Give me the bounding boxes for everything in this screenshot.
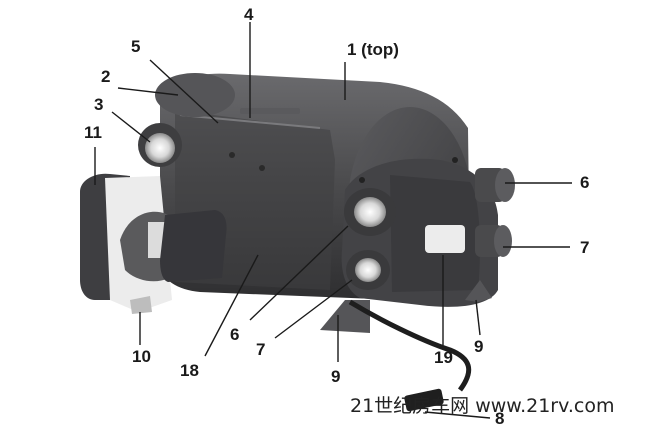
callout-10: 10 xyxy=(132,347,151,366)
power-cable xyxy=(348,299,472,412)
callout-2: 2 xyxy=(101,67,110,86)
callout-18: 18 xyxy=(180,361,199,380)
leader-lines xyxy=(94,22,572,419)
callout-7-right: 7 xyxy=(580,238,589,257)
callout-11: 11 xyxy=(84,123,102,142)
callout-5: 5 xyxy=(131,37,140,56)
water-connections-right xyxy=(475,168,515,257)
callout-6-front: 6 xyxy=(230,325,239,344)
callout-9-right: 9 xyxy=(474,337,483,356)
callout-9-left: 9 xyxy=(331,367,340,386)
watermark-text: 21世纪房车网 www.21rv.com xyxy=(350,395,615,417)
callout-4: 4 xyxy=(244,5,254,24)
callout-1: 1 (top) xyxy=(347,40,399,59)
front-box xyxy=(160,210,227,282)
callout-19: 19 xyxy=(434,348,453,367)
callout-6-right: 6 xyxy=(580,173,589,192)
control-panel-window xyxy=(425,225,465,253)
callout-8: 8 xyxy=(495,409,504,428)
water-connections-front xyxy=(344,188,396,290)
callout-3: 3 xyxy=(94,95,103,114)
callout-labels: 1 (top) 2 3 4 5 6 6 7 7 8 9 9 10 11 18 1… xyxy=(84,5,589,428)
callout-7-front: 7 xyxy=(256,340,265,359)
front-end-cap xyxy=(341,107,498,307)
